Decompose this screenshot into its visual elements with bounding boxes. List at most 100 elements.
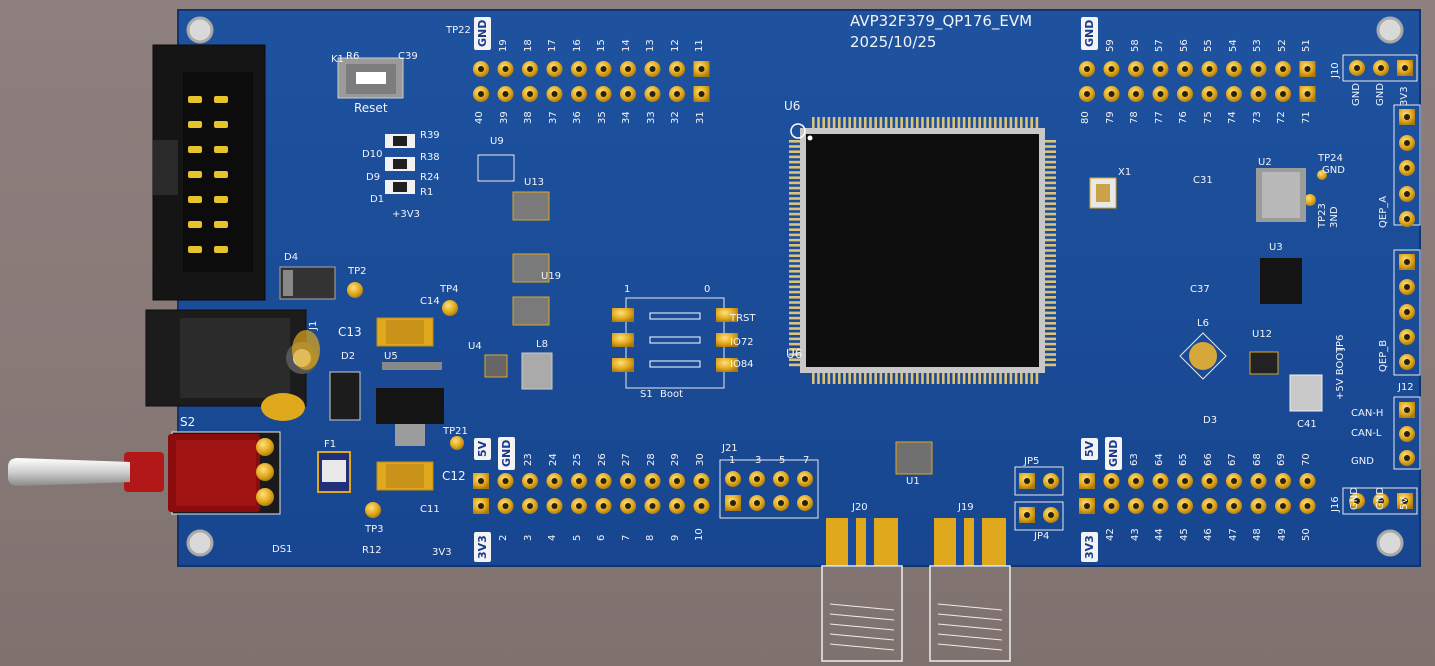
header-top-left-pad-bottom — [497, 86, 514, 102]
qfp-pin — [789, 233, 800, 237]
qfp-pin — [789, 358, 800, 361]
header-bottom-left-pad-bottom — [595, 498, 612, 514]
qfp-pin — [1045, 270, 1056, 273]
header-pin-label: 14 — [620, 39, 632, 52]
qfp-pin — [789, 296, 800, 299]
small-ics — [477, 154, 1323, 475]
header-bottom-left-pad-bottom — [546, 498, 563, 514]
boot-opt-trst: TRST — [730, 313, 756, 324]
qfp-pin — [864, 117, 867, 128]
qfp-pin — [874, 373, 877, 384]
j12-pin-canl: CAN-L — [1351, 428, 1382, 439]
qfp-pin — [789, 249, 800, 252]
qfp-pin — [1045, 171, 1056, 174]
header-top-left-pad-top — [644, 61, 661, 77]
qfp-pin — [1045, 264, 1056, 268]
qfp-pin — [1035, 373, 1039, 384]
qfp-pin — [900, 373, 903, 384]
header-top-right-pad-bottom — [1250, 86, 1267, 102]
ic-u3 — [1260, 258, 1302, 304]
diode-d4 — [279, 266, 336, 300]
header-bottom-right-pad-bottom — [1128, 498, 1144, 514]
header-pin-label: 38 — [523, 111, 534, 124]
header-pin-label: 32 — [670, 111, 681, 124]
header-pin-label: 53 — [1252, 39, 1263, 52]
header-pin-label: 80 — [1080, 111, 1091, 124]
header-bottom-right-pad-top — [1250, 473, 1267, 489]
header-pin-label: 74 — [1227, 111, 1238, 124]
header-top-right-pad-bottom — [1201, 86, 1218, 102]
header-top-left-pad-bottom — [693, 86, 710, 102]
qfp-pin — [999, 117, 1002, 128]
refdes-c37: C37 — [1190, 284, 1210, 295]
qfp-pin — [916, 117, 919, 128]
qfp-pin — [1045, 233, 1056, 237]
ic-u2 — [1256, 168, 1306, 222]
fuse-f1 — [317, 451, 351, 493]
qfp-pin — [827, 117, 831, 128]
qfp-pin — [1045, 348, 1056, 351]
qfp-pin — [1045, 337, 1056, 341]
qfp-pin — [1045, 363, 1056, 367]
j21-pin-1: 1 — [729, 455, 736, 466]
j10-pad — [1349, 60, 1365, 76]
header-pin-label: 58 — [1129, 39, 1141, 52]
header-top-right-pad-top — [1128, 61, 1144, 77]
qfp-pin — [957, 373, 961, 384]
gnd-tag-bottom-left: GND — [498, 436, 515, 470]
qfp-pin — [1045, 218, 1056, 221]
boot-switch-s1 — [612, 297, 738, 389]
qfp-pin — [789, 160, 800, 164]
header-top-right-pad-bottom — [1299, 86, 1316, 102]
header-bottom-right-pad-top — [1299, 473, 1316, 489]
header-bottom-right-pad-bottom — [1299, 498, 1316, 514]
qfp-pin — [1045, 212, 1056, 216]
qfp-pin — [789, 192, 800, 195]
header-bottom-right-pad-top — [1152, 473, 1169, 489]
refdes-u9: U9 — [490, 136, 504, 147]
refdes-f1: F1 — [324, 439, 337, 450]
header-pin-label: 34 — [621, 111, 632, 124]
header-pin-label: 70 — [1300, 453, 1312, 466]
j21-pin-3: 3 — [755, 455, 762, 466]
header-top-left-pad-bottom — [595, 86, 612, 102]
qfp-pin — [789, 264, 800, 268]
qfp-pin — [905, 117, 909, 128]
header-bottom-right-pad-top — [1103, 473, 1120, 489]
refdes-j10: J10 — [1330, 62, 1341, 78]
header-bottom-right-pad-bottom — [1226, 498, 1242, 514]
qfp-pin — [1045, 192, 1056, 195]
header-pin-label: 51 — [1301, 39, 1312, 52]
qfp-pin — [1020, 117, 1023, 128]
qfp-pin — [1030, 373, 1033, 384]
header-top-right-pad-bottom — [1152, 86, 1169, 102]
qfp-pin — [822, 117, 825, 128]
qfp-pin — [988, 373, 992, 384]
qfp-pin — [1045, 322, 1056, 325]
inductor-l6 — [1179, 332, 1227, 380]
gnd-tag-bottom-right: GND — [1105, 436, 1122, 470]
j12-pad — [1399, 402, 1415, 418]
header-bottom-left-pad-top — [522, 473, 538, 489]
qfp-pin — [1045, 166, 1056, 169]
header-bottom-left-pad-top — [669, 473, 685, 489]
gnd-tag-top-left: GND — [474, 16, 491, 50]
qfp-pin — [789, 337, 800, 341]
qfp-pin — [843, 373, 846, 384]
header-pin-label: 78 — [1129, 111, 1140, 124]
header-bottom-left-pad-top — [620, 473, 636, 489]
refdes-k1: K1 — [331, 54, 344, 65]
qfp-pin — [869, 373, 872, 384]
qfp-pin — [838, 373, 841, 384]
header-bottom-left-pad-bottom — [669, 498, 685, 514]
header-top-left-pad-top — [546, 61, 563, 77]
refdes-c39: C39 — [398, 51, 418, 62]
tp23-net: 3ND — [1329, 206, 1340, 228]
header-pin-label: 16 — [571, 39, 583, 52]
qfp-pin — [874, 117, 877, 128]
header-bottom-left-pad-top — [595, 473, 612, 489]
qfp-pin — [895, 117, 898, 128]
refdes-d3: D3 — [1203, 415, 1218, 426]
qfp-pin — [789, 207, 800, 211]
qfp-pin — [853, 117, 857, 128]
